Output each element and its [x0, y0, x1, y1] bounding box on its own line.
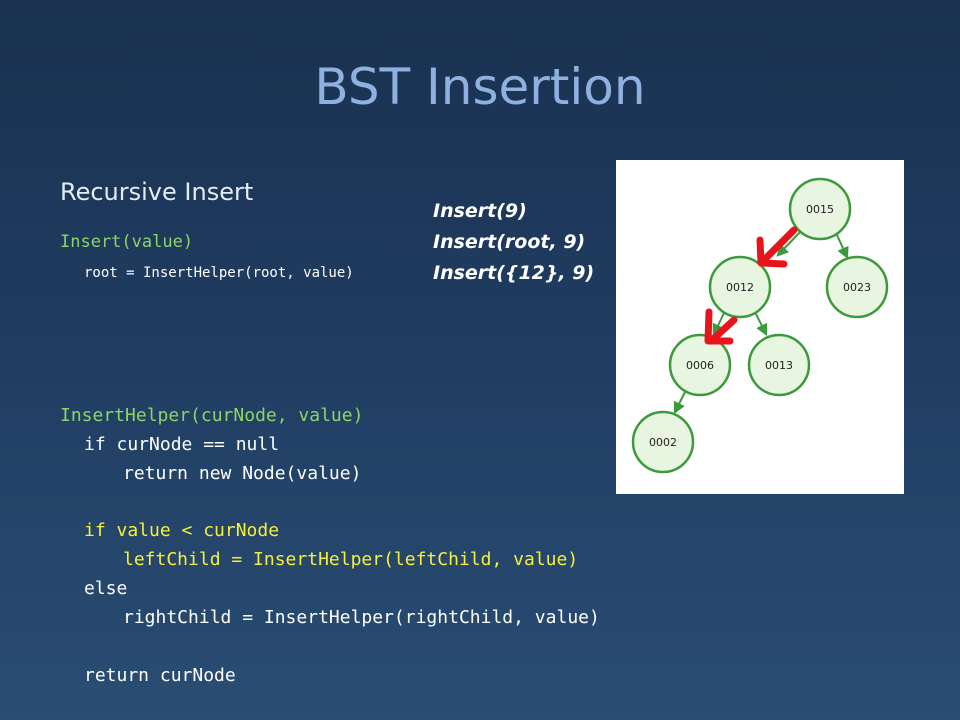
code-line-return-cur: return curNode	[84, 665, 236, 686]
code-line-return-new: return new Node(value)	[123, 463, 362, 484]
tree-node-label: 0002	[649, 436, 677, 449]
code-line-right-child: rightChild = InsertHelper(rightChild, va…	[123, 607, 600, 628]
tree-node: 0023	[825, 255, 889, 319]
edge-15-23	[836, 234, 849, 260]
tree-node-label: 0006	[686, 359, 714, 372]
tree-node-label: 0015	[806, 203, 834, 216]
bst-diagram-svg: 0015 0012 0023 0006 0013 0002	[631, 177, 889, 474]
tree-node: 0013	[747, 333, 811, 397]
insert-signature: Insert(value)	[60, 232, 194, 252]
tree-node: 0015	[788, 177, 852, 241]
tree-node: 0012	[708, 255, 772, 319]
bst-diagram: 0015 0012 0023 0006 0013 0002	[616, 160, 904, 494]
edge-06-02	[673, 389, 687, 415]
slide-subtitle: Recursive Insert	[60, 178, 254, 206]
red-arrow-icon	[704, 308, 738, 345]
code-line-else: else	[84, 578, 128, 599]
slide-title: BST Insertion	[314, 58, 646, 116]
red-arrow-icon	[756, 226, 798, 268]
tree-node-label: 0013	[765, 359, 793, 372]
call-trace-line: Insert({12}, 9)	[433, 262, 595, 284]
code-line-if-less: if value < curNode	[84, 520, 280, 541]
tree-node: 0006	[668, 333, 732, 397]
call-trace-line: Insert(root, 9)	[433, 231, 586, 253]
edge-12-06	[712, 310, 726, 337]
edge-12-13	[755, 313, 768, 337]
tree-node-label: 0012	[726, 281, 754, 294]
code-line-left-child: leftChild = InsertHelper(leftChild, valu…	[123, 549, 579, 570]
insert-body: root = InsertHelper(root, value)	[84, 265, 354, 281]
call-trace-line: Insert(9)	[433, 200, 527, 222]
call-trace: Insert(9) Insert(root, 9) Insert({12}, 9…	[433, 196, 594, 289]
helper-signature: InsertHelper(curNode, value)	[60, 405, 364, 426]
tree-node: 0002	[631, 410, 695, 474]
code-line-null-check: if curNode == null	[84, 434, 280, 455]
tree-node-label: 0023	[843, 281, 871, 294]
